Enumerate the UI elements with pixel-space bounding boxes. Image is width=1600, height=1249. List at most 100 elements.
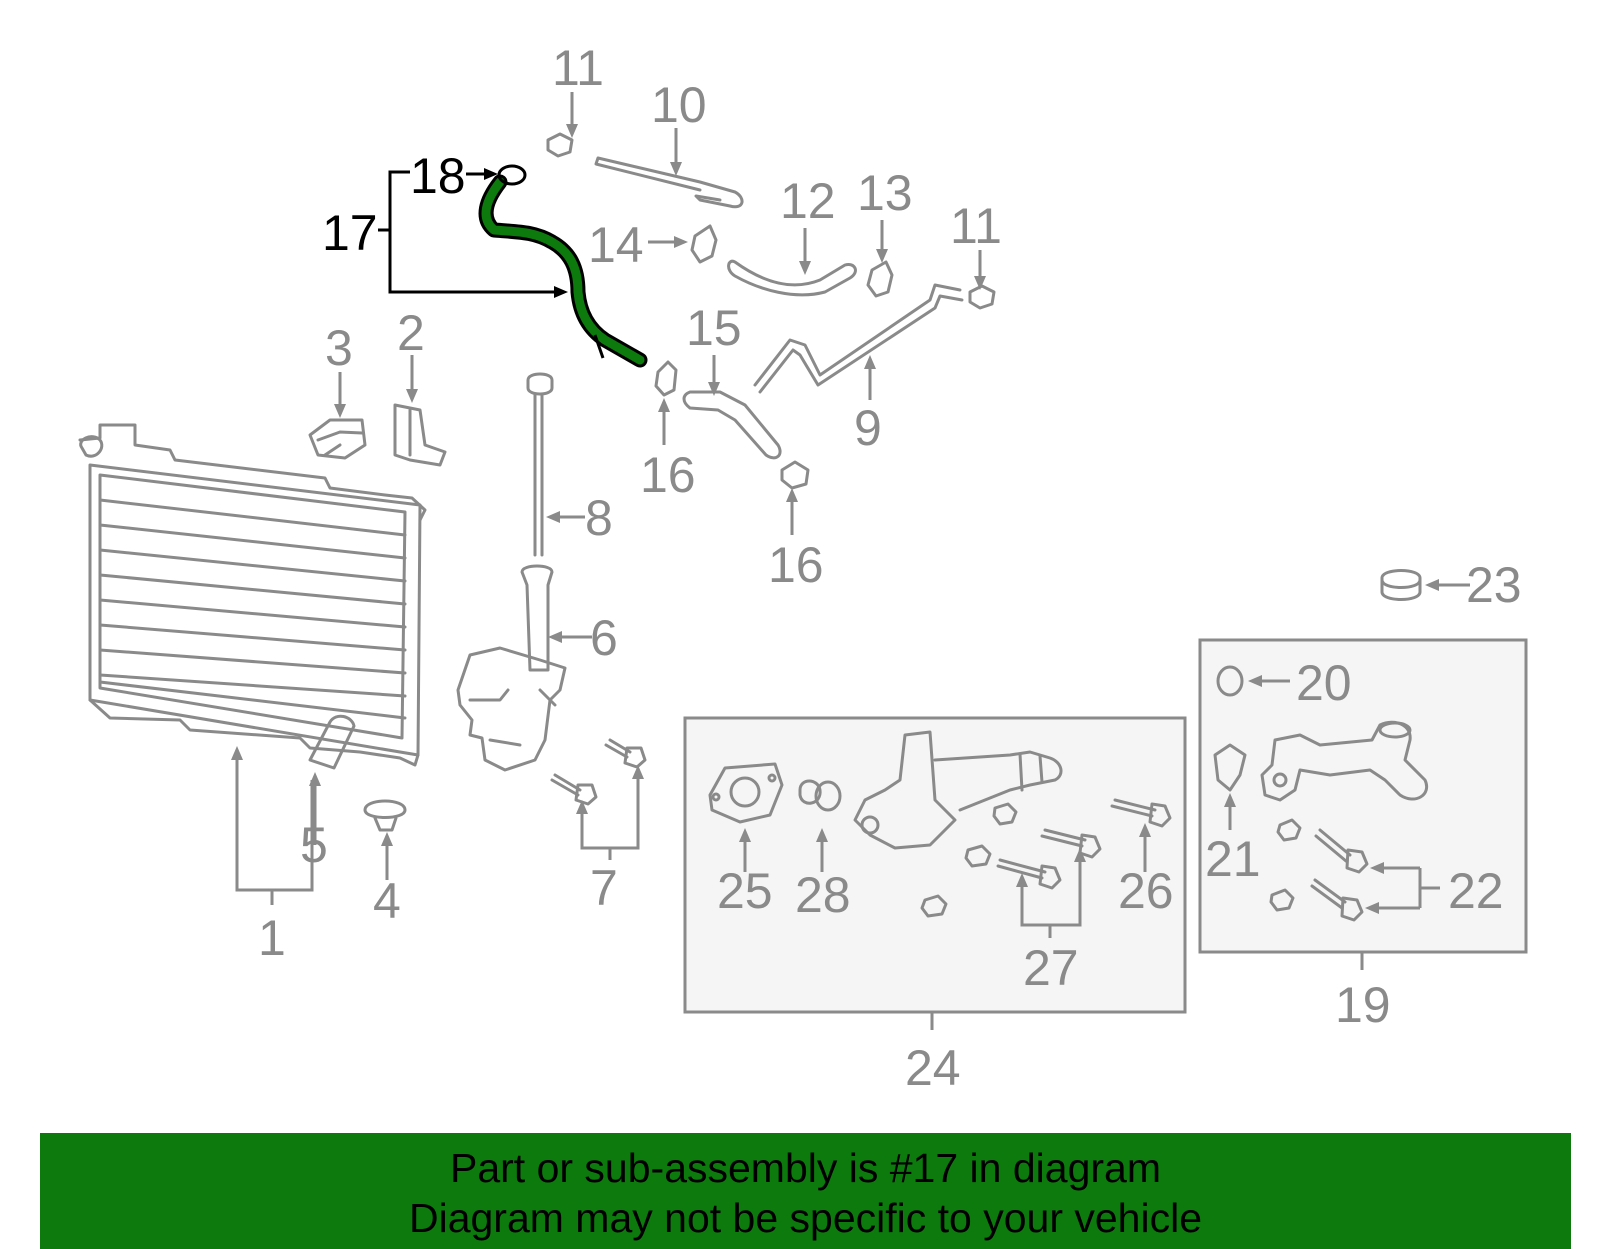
arrowhead-9 (864, 355, 876, 369)
label-6: 6 (590, 610, 618, 666)
arrowhead-12 (799, 261, 811, 275)
mount-part-4 (363, 799, 407, 832)
bolts-part-26-27 (996, 798, 1172, 890)
bracket-part-2 (393, 403, 447, 467)
arrowhead-26 (1139, 823, 1151, 837)
hose-part-10 (594, 156, 744, 209)
label-13: 13 (857, 165, 913, 221)
tube-part-8 (526, 372, 554, 557)
label-15: 15 (686, 300, 742, 356)
clamp-part-16-lower (780, 460, 810, 490)
label-10: 10 (651, 77, 707, 133)
housing-part-24 (853, 730, 1063, 850)
radiator-part-1 (78, 423, 427, 770)
arrowhead-28 (816, 828, 828, 842)
bolts-part-7 (550, 738, 647, 806)
arrowhead-7a (576, 800, 588, 814)
gasket-part-21 (1213, 743, 1247, 792)
assembly-box-19 (1198, 638, 1528, 954)
banner-line-disclaimer: Diagram may not be specific to your vehi… (408, 1195, 1202, 1241)
label-28: 28 (795, 867, 851, 923)
label-11-top: 11 (552, 40, 604, 96)
thermostat-part-28 (798, 779, 842, 812)
leader-17 (378, 170, 558, 294)
arrowhead-22b (1365, 902, 1379, 914)
label-4: 4 (373, 873, 401, 929)
label-12: 12 (780, 173, 836, 229)
arrowhead-14 (674, 236, 688, 248)
arrowhead-27b (1074, 848, 1086, 862)
label-17: 17 (322, 205, 378, 261)
gasket-part-25 (708, 762, 784, 824)
info-banner: Part or sub-assembly is #17 in diagram D… (40, 1133, 1571, 1249)
label-16-lower: 16 (768, 537, 824, 593)
arrowhead-11-right (974, 276, 986, 290)
label-5: 5 (300, 817, 328, 873)
outlet-part-19 (1260, 720, 1429, 802)
leader-1 (235, 750, 314, 905)
arrowhead-25 (739, 828, 751, 842)
label-23: 23 (1466, 557, 1522, 613)
arrowhead-17 (554, 286, 568, 298)
hose-part-17 (478, 174, 648, 368)
hose-part-15 (682, 390, 782, 460)
clamp-part-11-right (968, 284, 996, 310)
oring-part-18 (497, 164, 527, 186)
label-21: 21 (1205, 831, 1261, 887)
arrowhead-3 (334, 404, 346, 418)
arrowhead-10 (670, 162, 682, 176)
clamp-part-14 (690, 224, 718, 264)
nuts-assembly-24 (920, 802, 1018, 918)
label-11-right: 11 (950, 198, 1002, 254)
clamp-part-16-upper (654, 360, 678, 397)
label-1: 1 (258, 910, 286, 966)
arrowhead-21 (1224, 793, 1236, 807)
label-25: 25 (717, 863, 773, 919)
arrowhead-15 (708, 382, 720, 396)
arrowhead-2 (406, 389, 418, 403)
label-14: 14 (588, 217, 644, 273)
label-2: 2 (397, 305, 425, 361)
bracket-part-3 (308, 418, 367, 460)
arrowhead-20 (1248, 675, 1262, 687)
oring-part-20 (1216, 665, 1244, 697)
label-19: 19 (1335, 977, 1391, 1033)
pipe-part-9 (753, 283, 964, 394)
clamp-part-13 (866, 260, 894, 298)
arrowhead-23 (1425, 579, 1439, 591)
arrowhead-6 (548, 631, 562, 643)
assembly-box-24 (683, 716, 1187, 1014)
label-20: 20 (1296, 655, 1352, 711)
arrowhead-11-top (566, 124, 578, 138)
leader-7 (580, 770, 640, 860)
clamp-part-11-top (546, 132, 574, 158)
arrowhead-27a (1016, 873, 1028, 887)
arrowhead-8 (546, 511, 560, 523)
label-9: 9 (854, 400, 882, 456)
cap-part-23 (1380, 569, 1422, 601)
reservoir-part-6 (456, 564, 567, 772)
arrowhead-16-lower (786, 488, 798, 502)
banner-line-part: Part or sub-assembly is #17 in diagram (450, 1145, 1161, 1191)
arrowhead-22a (1370, 862, 1384, 874)
arrowhead-1 (231, 746, 243, 760)
label-8: 8 (585, 490, 613, 546)
arrowhead-18 (484, 168, 498, 180)
arrowhead-13 (876, 249, 888, 263)
leader-22 (1375, 866, 1440, 910)
label-16-upper: 16 (640, 447, 696, 503)
label-24: 24 (905, 1040, 961, 1096)
label-18: 18 (410, 148, 466, 204)
arrowhead-5 (309, 772, 321, 786)
nuts-bolts-part-22 (1269, 818, 1369, 922)
label-22: 22 (1448, 863, 1504, 919)
label-27: 27 (1023, 940, 1079, 996)
hose-part-12 (727, 259, 857, 297)
arrowhead-16-upper (658, 398, 670, 412)
leader-27 (1020, 855, 1082, 938)
label-26: 26 (1118, 863, 1174, 919)
label-3: 3 (325, 320, 353, 376)
arrowhead-7b (632, 765, 644, 779)
arrowhead-4 (381, 832, 393, 846)
